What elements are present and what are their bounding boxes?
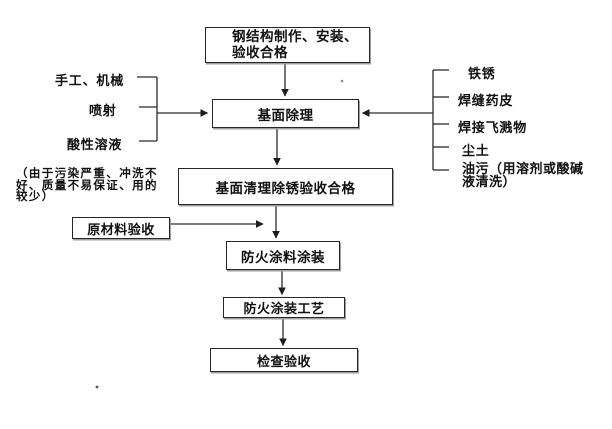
label-dust: 尘土 xyxy=(462,144,490,159)
node-raw-material-acceptance: 原材料验收 xyxy=(72,217,170,239)
node-coating-process: 防火涂装工艺 xyxy=(223,297,345,318)
label-rust: 铁锈 xyxy=(468,67,496,82)
node-steel-line1: 钢结构制作、安装、 xyxy=(232,29,358,45)
label-manual-mechanical: 手工、机械 xyxy=(55,74,125,89)
speck-top xyxy=(340,79,344,83)
label-oil-line1: 油污（用溶剂或酸碱 xyxy=(462,162,584,177)
node-cleaning-acceptance: 基面清理除锈验收合格 xyxy=(178,168,393,205)
node-fireproof-coating: 防火涂料涂装 xyxy=(226,241,340,270)
speck-bottom xyxy=(95,385,99,389)
note-line1: （由于污染严重、冲洗不 xyxy=(16,166,158,180)
note-side-comment: （由于污染严重、冲洗不 好、质量不易保证、用的 较少） xyxy=(16,166,158,203)
label-oil-line2: 液清洗） xyxy=(462,175,517,190)
label-acid-solution: 酸性溶液 xyxy=(67,138,123,153)
node-steel-line2: 验收合格 xyxy=(232,45,288,61)
note-line3: 较少） xyxy=(16,189,55,203)
node-inspection-acceptance: 检查验收 xyxy=(210,348,358,372)
label-oil-stain: 油污（用溶剂或酸碱 液清洗） xyxy=(462,163,584,189)
label-weld-spatter: 焊接飞溅物 xyxy=(458,121,528,136)
note-line2: 好、质量不易保证、用的 xyxy=(16,177,158,192)
node-surface-preparation: 基面除理 xyxy=(212,99,359,128)
label-spray: 喷射 xyxy=(89,104,117,119)
label-weld-flux: 焊缝药皮 xyxy=(458,94,514,109)
node-steel-fabrication: 钢结构制作、安装、 验收合格 xyxy=(205,27,370,63)
